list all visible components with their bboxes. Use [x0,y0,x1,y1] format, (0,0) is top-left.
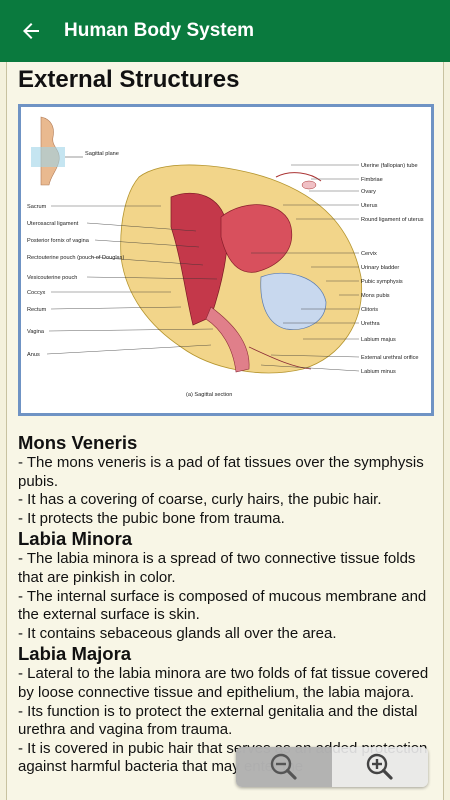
section-labia-majora: Labia Majora - Lateral to the labia mino… [18,643,438,777]
label-coccyx: Coccyx [27,290,46,296]
thumbnail-figure: Sagittal plane [31,116,119,186]
article-content[interactable]: External Structures Sagittal plane [6,62,444,800]
label-fimbriae: Fimbriae [361,177,383,183]
label-urethra: Urethra [361,321,381,327]
zoom-out-button[interactable] [236,747,332,787]
label-rectouterine-pouch: Rectouterine pouch (pouch of Douglas) [27,255,124,261]
page-heading: External Structures [18,66,240,93]
label-clitoris: Clitoris [361,307,378,313]
section-line: - Lateral to the labia minora are two fo… [18,665,429,701]
article-text: Mons Veneris - The mons veneris is a pad… [18,432,438,777]
label-external-urethral-orifice: External urethral orifice [361,355,419,361]
section-title: Labia Minora [18,528,133,550]
arrow-left-icon [23,23,39,39]
label-anus: Anus [27,352,40,358]
label-uterine-tube: Uterine (fallopian) tube [361,163,418,169]
section-labia-minora: Labia Minora - The labia minora is a spr… [18,528,438,643]
section-title: Mons Veneris [18,432,138,453]
label-posterior-fornix: Posterior fornix of vagina [27,238,90,244]
zoom-out-icon [270,753,297,780]
section-line: - It contains sebaceous glands all over … [18,624,337,642]
left-labels: Sacrum Uterosacral ligament Posterior fo… [27,204,218,358]
label-mons-pubis: Mons pubis [361,293,390,299]
section-line: - Its function is to protect the externa… [18,702,418,739]
zoom-control [236,747,428,787]
anatomy-shapes [120,164,363,374]
zoom-in-icon [366,753,393,780]
label-sacrum: Sacrum [27,204,47,210]
section-title: Labia Majora [18,643,132,665]
label-cervix: Cervix [361,251,377,257]
app-title: Human Body System [64,20,255,41]
anatomy-figure: Sagittal plane Sacrum Uterosacral ligame… [18,104,434,416]
section-line: - The labia minora is a spread of two co… [18,550,416,586]
section-line: - It protects the pubic bone from trauma… [18,509,285,527]
section-line: - It has a covering of coarse, curly hai… [18,491,382,509]
label-vagina: Vagina [27,329,45,335]
label-uterus: Uterus [361,203,378,209]
back-button[interactable] [0,0,62,62]
section-line: - The mons veneris is a pad of fat tissu… [18,454,424,490]
figure-caption: (a) Sagittal section [186,392,232,398]
label-pubic-symphysis: Pubic symphysis [361,279,403,285]
label-round-ligament: Round ligament of uterus [361,217,424,223]
label-rectum: Rectum [27,307,47,313]
section-mons-veneris: Mons Veneris - The mons veneris is a pad… [18,432,438,528]
right-labels: Uterine (fallopian) tube Fimbriae Ovary … [251,163,424,375]
label-uterosacral-ligament: Uterosacral ligament [27,221,79,227]
label-vesicouterine-pouch: Vesicouterine pouch [27,275,77,281]
label-labium-majus: Labium majus [361,337,396,343]
label-urinary-bladder: Urinary bladder [361,265,399,271]
zoom-in-button[interactable] [332,747,428,787]
app-bar: Human Body System [0,0,450,62]
section-line: - The internal surface is composed of mu… [18,587,427,624]
plane-label: Sagittal plane [85,151,119,157]
sagittal-section-diagram: Sagittal plane Sacrum Uterosacral ligame… [27,116,424,398]
label-ovary: Ovary [361,189,376,195]
label-labium-minus: Labium minus [361,369,396,375]
